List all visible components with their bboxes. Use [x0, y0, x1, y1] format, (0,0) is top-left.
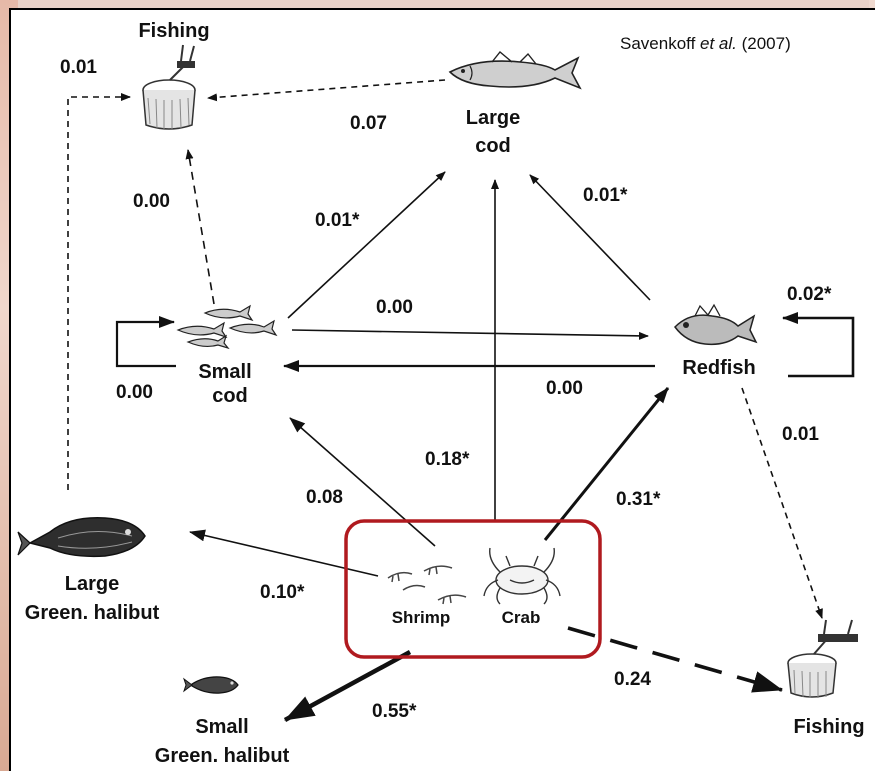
value-shrimp-smallhalibut: 0.55* [372, 701, 417, 722]
value-redfish-self: 0.02* [787, 284, 832, 305]
fishing-net-icon-top [142, 44, 196, 130]
small-halibut-icon [183, 676, 239, 694]
label-large-cod-line2: cod [475, 135, 511, 157]
crab-shrimp-highlight-box [344, 519, 602, 659]
credit-year: (2007) [736, 34, 791, 53]
shrimp-icon [387, 565, 467, 605]
label-large-cod-line1: Large [466, 107, 520, 129]
label-small-halibut-line1: Small [195, 716, 248, 738]
crab-icon [483, 547, 561, 605]
source-credit: Savenkoff et al. (2007) [620, 34, 791, 54]
value-smallcod-fishing: 0.00 [133, 191, 170, 212]
credit-author: Savenkoff [620, 34, 701, 53]
label-crab: Crab [502, 608, 541, 627]
arrow-smallcod-largecod [287, 171, 446, 319]
label-large-halibut-line1: Large [65, 573, 119, 595]
arrow-shrimp-smallhalibut [283, 650, 412, 722]
large-halibut-icon [17, 517, 146, 558]
flow-values: 0.01 0.07 0.00 0.01* 0.01* 0.02* 0.00 0.… [60, 57, 832, 722]
credit-etal: et al. [700, 34, 737, 53]
value-redfish-largecod: 0.01* [583, 185, 628, 206]
fishing-net-icon-bottom [787, 619, 858, 698]
label-fishing-bottom: Fishing [793, 716, 864, 738]
value-smallcod-redfish: 0.00 [376, 297, 413, 318]
arrow-crab-fishing [567, 626, 783, 693]
value-crab-fishing: 0.24 [614, 669, 651, 690]
label-small-cod-line2: cod [212, 385, 248, 407]
arrow-smallcod-self [115, 316, 176, 368]
arrow-redfish-fishing [741, 387, 823, 619]
node-labels: Fishing Large cod Small cod Redfish Larg… [25, 20, 865, 767]
value-fishing-top-in: 0.01 [60, 57, 97, 78]
label-large-halibut-line2: Green. halibut [25, 602, 160, 624]
arrow-redfish-largecod [529, 174, 651, 301]
value-crab-largecod: 0.18* [425, 449, 470, 470]
large-cod-icon [448, 51, 582, 90]
value-shrimp-smallcod: 0.08 [306, 487, 343, 508]
arrow-largehalibut-fishing [67, 93, 131, 490]
value-largecod-fishing: 0.07 [350, 113, 387, 134]
small-cod-icon [176, 304, 278, 350]
label-fishing-top: Fishing [138, 20, 209, 42]
redfish-icon [674, 303, 758, 346]
value-redfish-fishing: 0.01 [782, 424, 819, 445]
arrow-crab-redfish [543, 387, 670, 541]
label-small-cod-line1: Small [198, 361, 251, 383]
value-crab-redfish: 0.31* [616, 489, 661, 510]
value-redfish-smallcod: 0.00 [546, 378, 583, 399]
label-shrimp: Shrimp [392, 608, 451, 627]
diagram-panel [9, 8, 875, 771]
label-small-halibut-line2: Green. halibut [155, 745, 290, 767]
value-smallcod-self: 0.00 [116, 382, 153, 403]
label-redfish: Redfish [682, 357, 755, 379]
arrows [67, 79, 855, 722]
arrow-smallcod-fishing [185, 149, 215, 305]
arrow-shrimp-smallcod [289, 417, 436, 547]
value-shrimp-largehalibut: 0.10* [260, 582, 305, 603]
arrow-redfish-self [782, 312, 855, 378]
arrow-smallcod-redfish [291, 329, 649, 340]
arrow-shrimp-largehalibut [189, 529, 379, 577]
arrow-largecod-fishing [207, 79, 446, 102]
value-smallcod-largecod: 0.01* [315, 210, 360, 231]
